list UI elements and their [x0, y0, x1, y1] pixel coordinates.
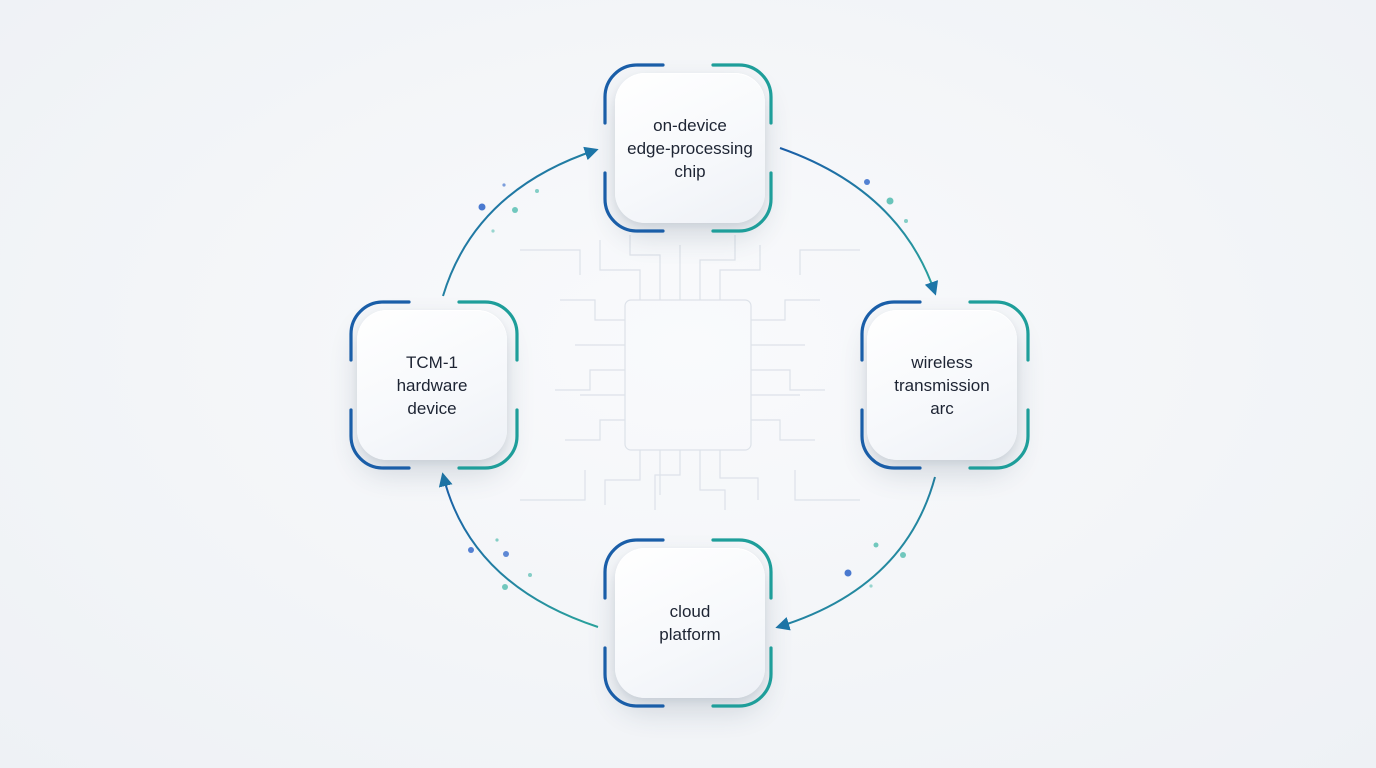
node-right-label: wireless transmission arc — [894, 352, 990, 418]
node-top: on-device edge-processing chip — [615, 73, 765, 223]
bracket-corner — [711, 646, 773, 708]
circuit-traces — [520, 235, 860, 510]
bracket-corner — [968, 300, 1030, 362]
bracket-corner — [860, 300, 922, 362]
bracket-corner — [711, 171, 773, 233]
bracket-left — [349, 300, 519, 470]
node-left-label: TCM-1 hardware device — [396, 352, 468, 418]
arrow-right-to-bottom — [775, 476, 936, 631]
node-bottom-label: cloud platform — [659, 602, 721, 644]
arrow-top-to-right — [779, 147, 939, 296]
bracket-corner — [860, 408, 922, 470]
node-left: TCM-1 hardware device — [357, 310, 507, 460]
bracket-corner — [349, 408, 411, 470]
bracket-corner — [968, 408, 1030, 470]
arrow-left-to-top — [442, 146, 599, 297]
bracket-corner — [603, 538, 665, 600]
particles — [468, 179, 908, 590]
bracket-corner — [457, 408, 519, 470]
bracket-corner — [711, 63, 773, 125]
node-bottom: cloud platform — [615, 548, 765, 698]
bracket-corner — [603, 646, 665, 708]
node-right: wireless transmission arc — [867, 310, 1017, 460]
bracket-corner — [711, 538, 773, 600]
bracket-corner — [457, 300, 519, 362]
bracket-right — [860, 300, 1030, 470]
bracket-corner — [603, 63, 665, 125]
node-top-label: on-device edge-processing chip — [627, 115, 753, 181]
arrow-bottom-to-left — [438, 472, 599, 628]
bracket-top — [603, 63, 773, 233]
bracket-bottom — [603, 538, 773, 708]
bracket-corner — [349, 300, 411, 362]
bracket-corner — [603, 171, 665, 233]
